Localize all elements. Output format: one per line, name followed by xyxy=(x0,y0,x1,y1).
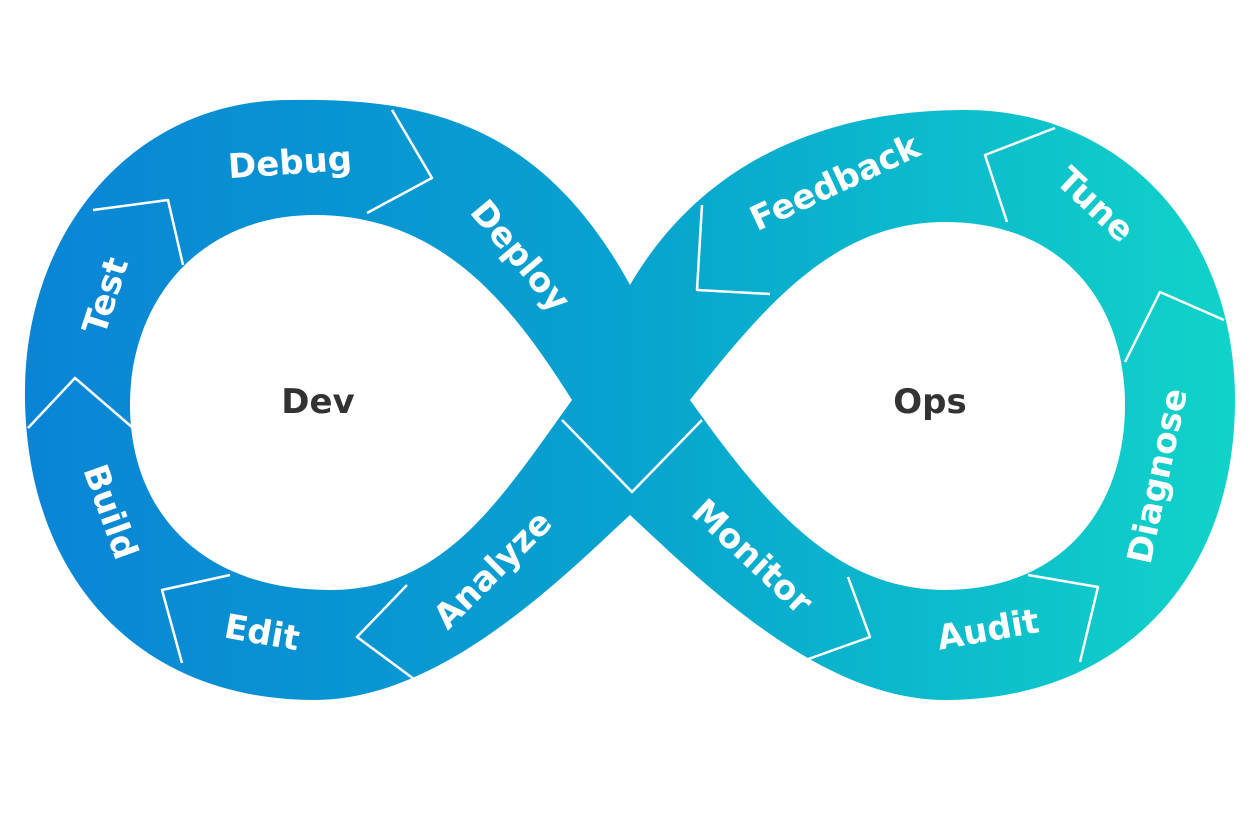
divider-debug-deploy xyxy=(366,109,434,215)
center-label-dev: Dev xyxy=(281,382,354,422)
divider-build-edit xyxy=(160,573,231,664)
divider-feedback-deploy xyxy=(695,204,771,296)
divider-diagnose-tune xyxy=(1123,290,1225,363)
divider-tune-feedback xyxy=(983,126,1056,223)
stage-label-debug: Debug xyxy=(227,139,354,188)
divider-edit-analyze xyxy=(355,584,423,687)
infinity-band xyxy=(24,99,1235,700)
divider-analyze-monitor xyxy=(561,419,703,494)
divider-monitor-audit xyxy=(799,576,872,664)
center-label-ops: Ops xyxy=(893,382,966,422)
divider-test-debug xyxy=(92,198,185,266)
divider-audit-diagnose xyxy=(1027,573,1100,663)
divider-test-build xyxy=(27,376,134,429)
